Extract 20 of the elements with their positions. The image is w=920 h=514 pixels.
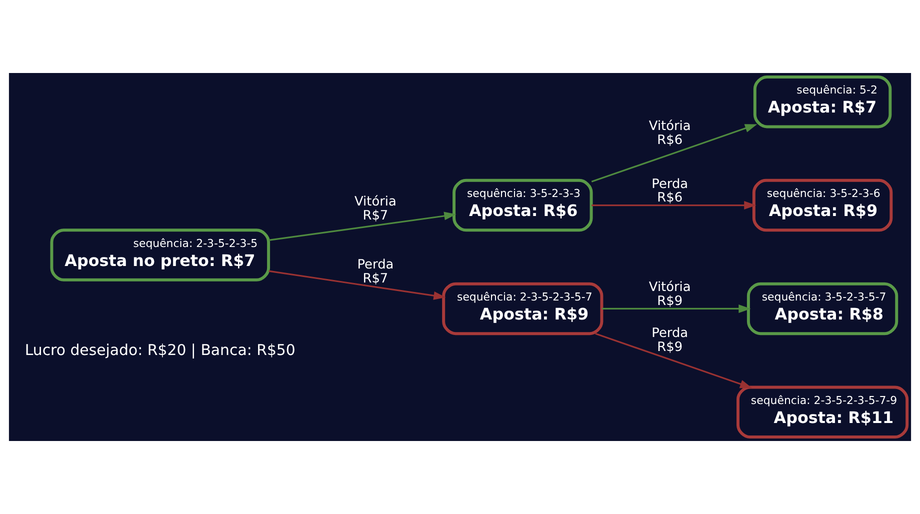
label: Lucro desejado: R$20 | Banca: R$50 — [24, 340, 296, 359]
edge-label: Vitória R$7 — [354, 194, 396, 224]
edge-label: Perda R$6 — [652, 176, 688, 206]
arrow — [595, 332, 752, 388]
node-box: sequência: 3-5-2-3-6 Aposta: R$9 — [752, 178, 893, 232]
edge-label: Vitória R$6 — [648, 119, 691, 148]
edge-label: Vitória R$9 — [648, 280, 691, 310]
node-box: sequência: 3-5-2-3-3 Aposta: R$6 — [452, 178, 593, 232]
node-box: sequência: 2-3-5-2-3-5 Aposta no preto: R$7 — [50, 228, 270, 282]
arrow — [591, 124, 758, 182]
node-box: sequência: 3-5-2-3-5-7 Aposta: R$8 — [746, 282, 898, 336]
node-box: sequência: 2-3-5-2-3-5-7 Aposta: R$9 — [442, 282, 604, 336]
node-box: sequência: 5-2 Aposta: R$7 — [753, 75, 892, 128]
edge-label: Perda R$9 — [652, 326, 688, 355]
edge-label: Perda R$7 — [357, 257, 394, 286]
arrow — [268, 270, 446, 300]
arrow — [602, 304, 751, 313]
arrow — [592, 201, 756, 210]
arrow — [268, 212, 456, 241]
node-box: sequência: 2-3-5-2-3-5-7-9 Aposta: R$11 — [736, 386, 909, 439]
